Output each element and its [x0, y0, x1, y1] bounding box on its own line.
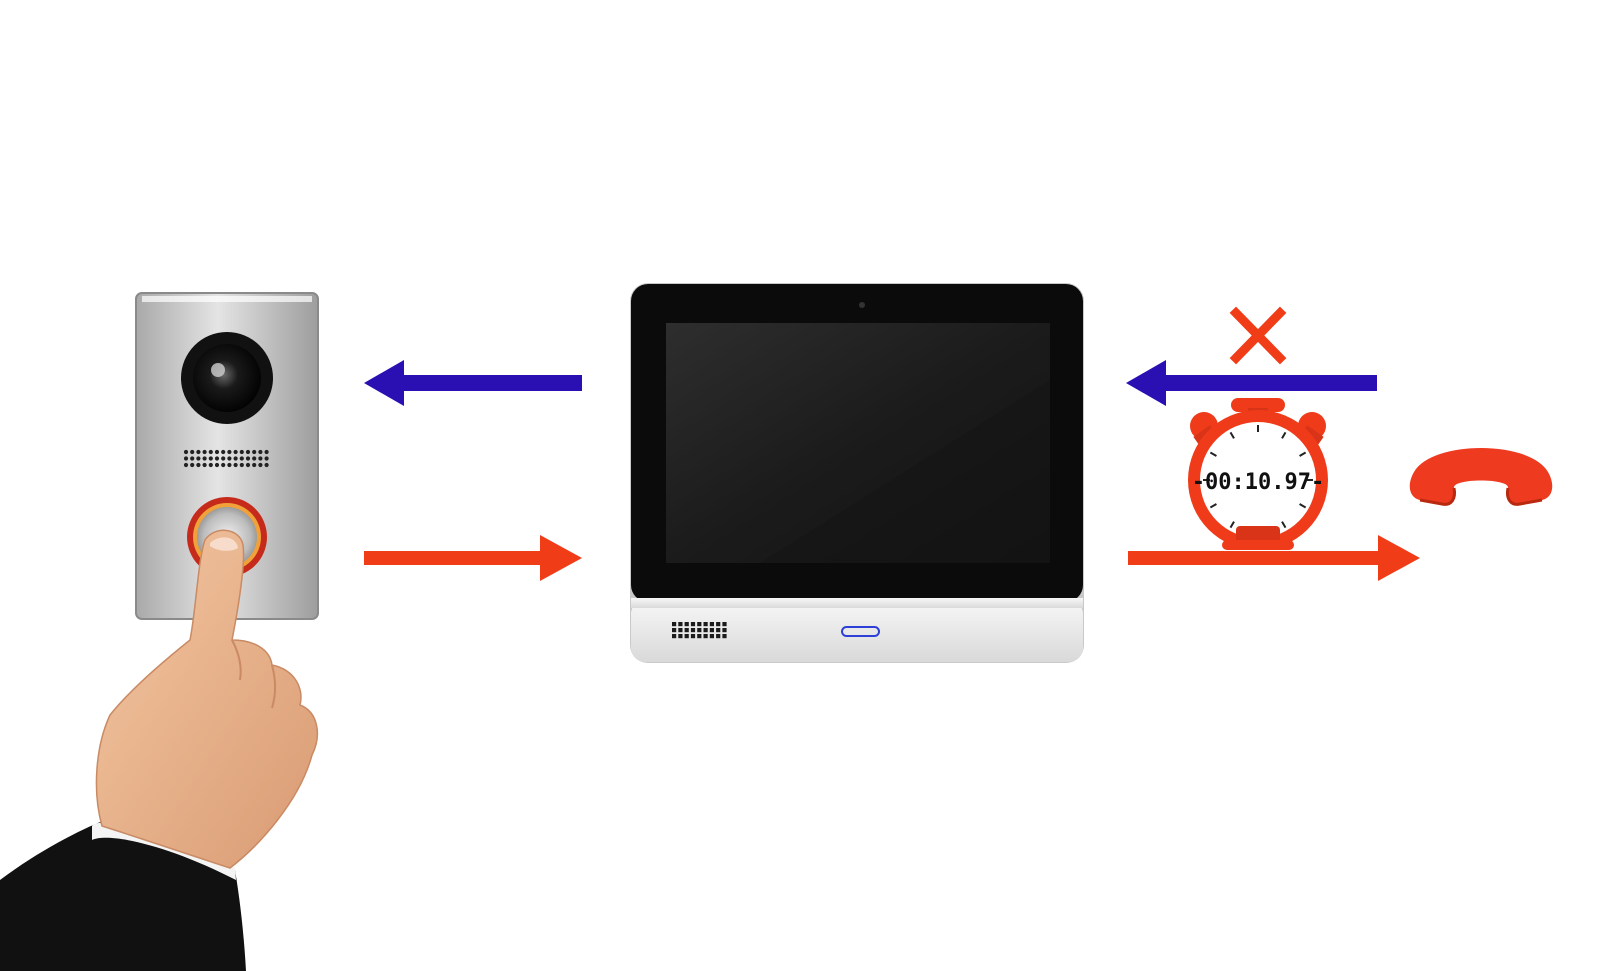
timeout-forward-arrow: [1128, 535, 1420, 581]
audio-return-arrow: [364, 360, 582, 406]
call-forward-arrow: [364, 535, 582, 581]
sound-wave-icon: [23, 91, 632, 281]
timer-readout: -00:10.97-: [1192, 470, 1324, 495]
pointing-hand-icon: [0, 529, 319, 971]
sound-wave-icon-small: [408, 318, 598, 370]
cross-icon: [1229, 306, 1287, 365]
stopwatch-icon: [1188, 398, 1328, 550]
monitor-speaker-grille: [672, 622, 727, 639]
indoor-monitor-icon: [630, 283, 1084, 663]
phone-hangup-icon: [1409, 448, 1553, 506]
speaker-grille: [183, 449, 269, 468]
no-answer-return-arrow: [1126, 360, 1377, 406]
